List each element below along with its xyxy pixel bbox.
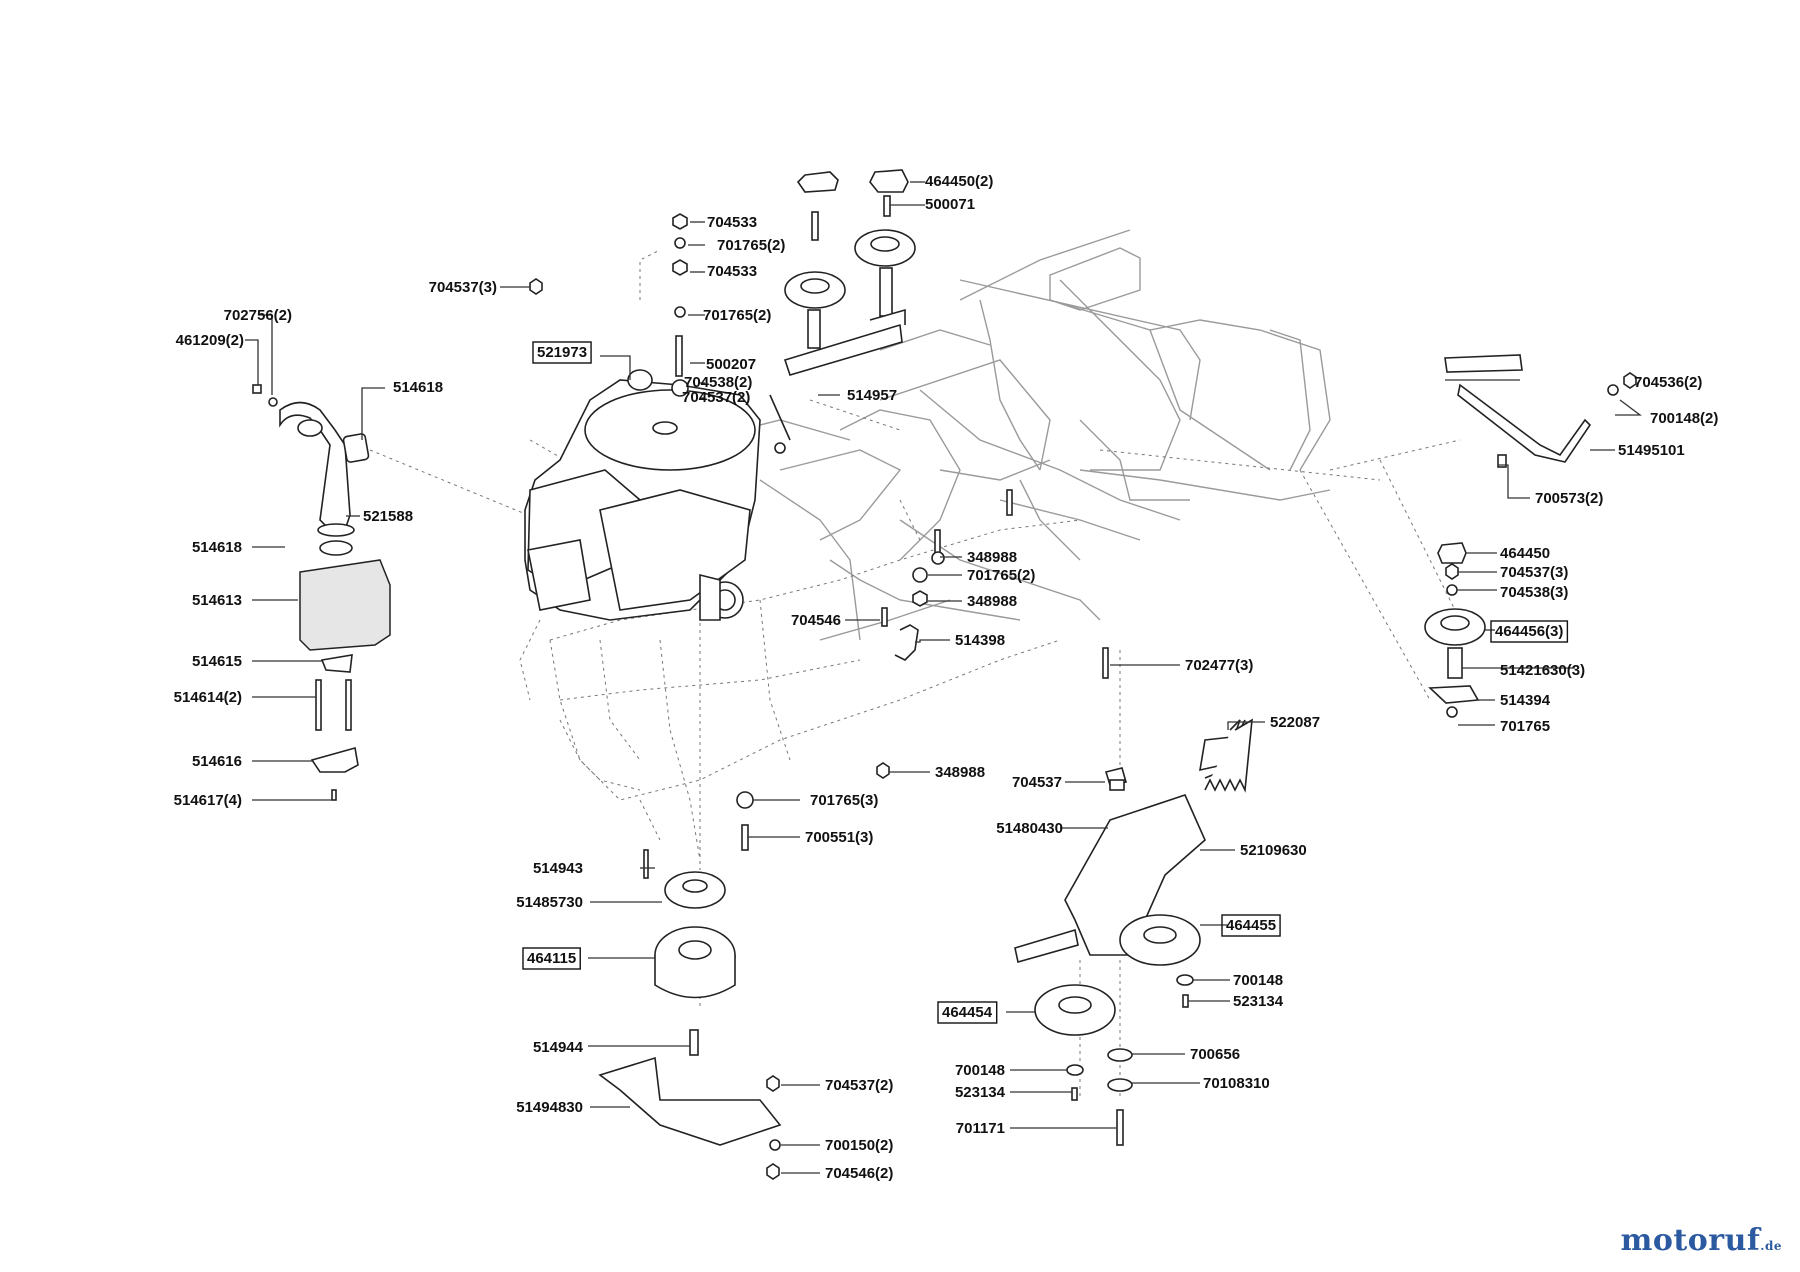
top-pulleys xyxy=(529,169,916,454)
part-label: 700656 xyxy=(1190,1046,1240,1063)
part-label: 522087 xyxy=(1270,714,1320,731)
part-label: 348988 xyxy=(935,764,985,781)
part-label: 704546(2) xyxy=(825,1165,893,1182)
part-label: 500207 xyxy=(706,356,756,373)
part-label: 514614(2) xyxy=(174,689,242,706)
part-label: 514617(4) xyxy=(174,792,242,809)
chassis-left xyxy=(519,519,1081,861)
part-label: 704546 xyxy=(791,612,841,629)
part-label: 514618 xyxy=(393,379,443,396)
part-label: 704537(3) xyxy=(429,279,497,296)
part-label: 523134 xyxy=(955,1084,1006,1101)
part-label: 514615 xyxy=(192,653,242,670)
part-label: 52109630 xyxy=(1240,842,1307,859)
part-label: 701765 xyxy=(1500,718,1550,735)
tensioner-group xyxy=(1014,719,1246,1146)
dashed-leaders xyxy=(369,249,1461,1100)
part-label: 701765(3) xyxy=(810,792,878,809)
part-label: 700150(2) xyxy=(825,1137,893,1154)
part-label-box xyxy=(1490,620,1569,643)
part-label: 702477(3) xyxy=(1185,657,1253,674)
part-label: 514616 xyxy=(192,753,242,770)
part-label: 523134 xyxy=(1233,993,1284,1010)
part-label: 702756(2) xyxy=(224,307,292,324)
right-parts xyxy=(1424,354,1637,718)
part-label: 461209(2) xyxy=(176,332,244,349)
part-label: 51495101 xyxy=(1618,442,1685,459)
part-label: 464115 xyxy=(527,950,576,967)
part-label: 704537 xyxy=(1012,774,1062,791)
part-label: 700148 xyxy=(955,1062,1005,1079)
part-labels: 464450(2) 500071 704533 701765(2) 704533 7017… xyxy=(174,173,1719,1182)
part-label: 464450 xyxy=(1500,545,1550,562)
part-label: 348988 xyxy=(967,593,1017,610)
part-label: 704538(3) xyxy=(1500,584,1568,601)
spring xyxy=(1204,718,1253,793)
part-label: 521588 xyxy=(363,508,413,525)
logo-suffix: .de xyxy=(1760,1239,1782,1253)
part-label: 701765(2) xyxy=(967,567,1035,584)
tractor-frame xyxy=(699,229,1331,641)
part-label: 521973 xyxy=(537,344,587,361)
part-label: 514398 xyxy=(955,632,1005,649)
part-label: 701765(2) xyxy=(717,237,785,254)
part-label: 700148(2) xyxy=(1650,410,1718,427)
part-label: 464454 xyxy=(942,1004,993,1021)
part-label: 704537(2) xyxy=(825,1077,893,1094)
label-leaders xyxy=(245,181,1642,1174)
part-label: 704538(2) xyxy=(684,374,752,391)
logo-text: motoruf xyxy=(1620,1223,1761,1258)
part-label: 464455 xyxy=(1226,917,1276,934)
part-label: 704533 xyxy=(707,263,757,280)
part-label: 348988 xyxy=(967,549,1017,566)
engine xyxy=(524,369,761,621)
part-label-box xyxy=(532,341,592,364)
part-label: 701765(2) xyxy=(703,307,771,324)
part-label: 701171 xyxy=(956,1120,1005,1137)
part-label: 514613 xyxy=(192,592,242,609)
part-label: 514944 xyxy=(533,1039,584,1056)
part-label-box xyxy=(937,1001,998,1024)
part-label: 704537(2) xyxy=(682,389,750,406)
part-label: 700148 xyxy=(1233,972,1283,989)
part-label: 704533 xyxy=(707,214,757,231)
part-label: 70108310 xyxy=(1203,1075,1270,1092)
part-label: 51494830 xyxy=(516,1099,583,1116)
part-label: 514957 xyxy=(847,387,897,404)
part-label-box xyxy=(1221,914,1281,937)
part-label: 700551(3) xyxy=(805,829,873,846)
part-label: 704537(3) xyxy=(1500,564,1568,581)
part-label: 514394 xyxy=(1500,692,1551,709)
part-label: 700573(2) xyxy=(1535,490,1603,507)
part-label-box xyxy=(522,947,581,970)
part-label: 464450(2) xyxy=(925,173,993,190)
exhaust-assembly xyxy=(252,384,391,801)
part-label: 51421630(3) xyxy=(1500,662,1585,679)
part-label: 514618 xyxy=(192,539,242,556)
part-label: 464456(3) xyxy=(1495,623,1563,640)
part-label: 704536(2) xyxy=(1634,374,1702,391)
motoruf-logo: motoruf.de xyxy=(1621,1223,1782,1258)
part-label: 514943 xyxy=(533,860,583,877)
part-label: 51485730 xyxy=(516,894,583,911)
clutch-group xyxy=(598,849,782,1180)
part-label: 500071 xyxy=(925,196,975,213)
part-label: 51480430 xyxy=(996,820,1063,837)
